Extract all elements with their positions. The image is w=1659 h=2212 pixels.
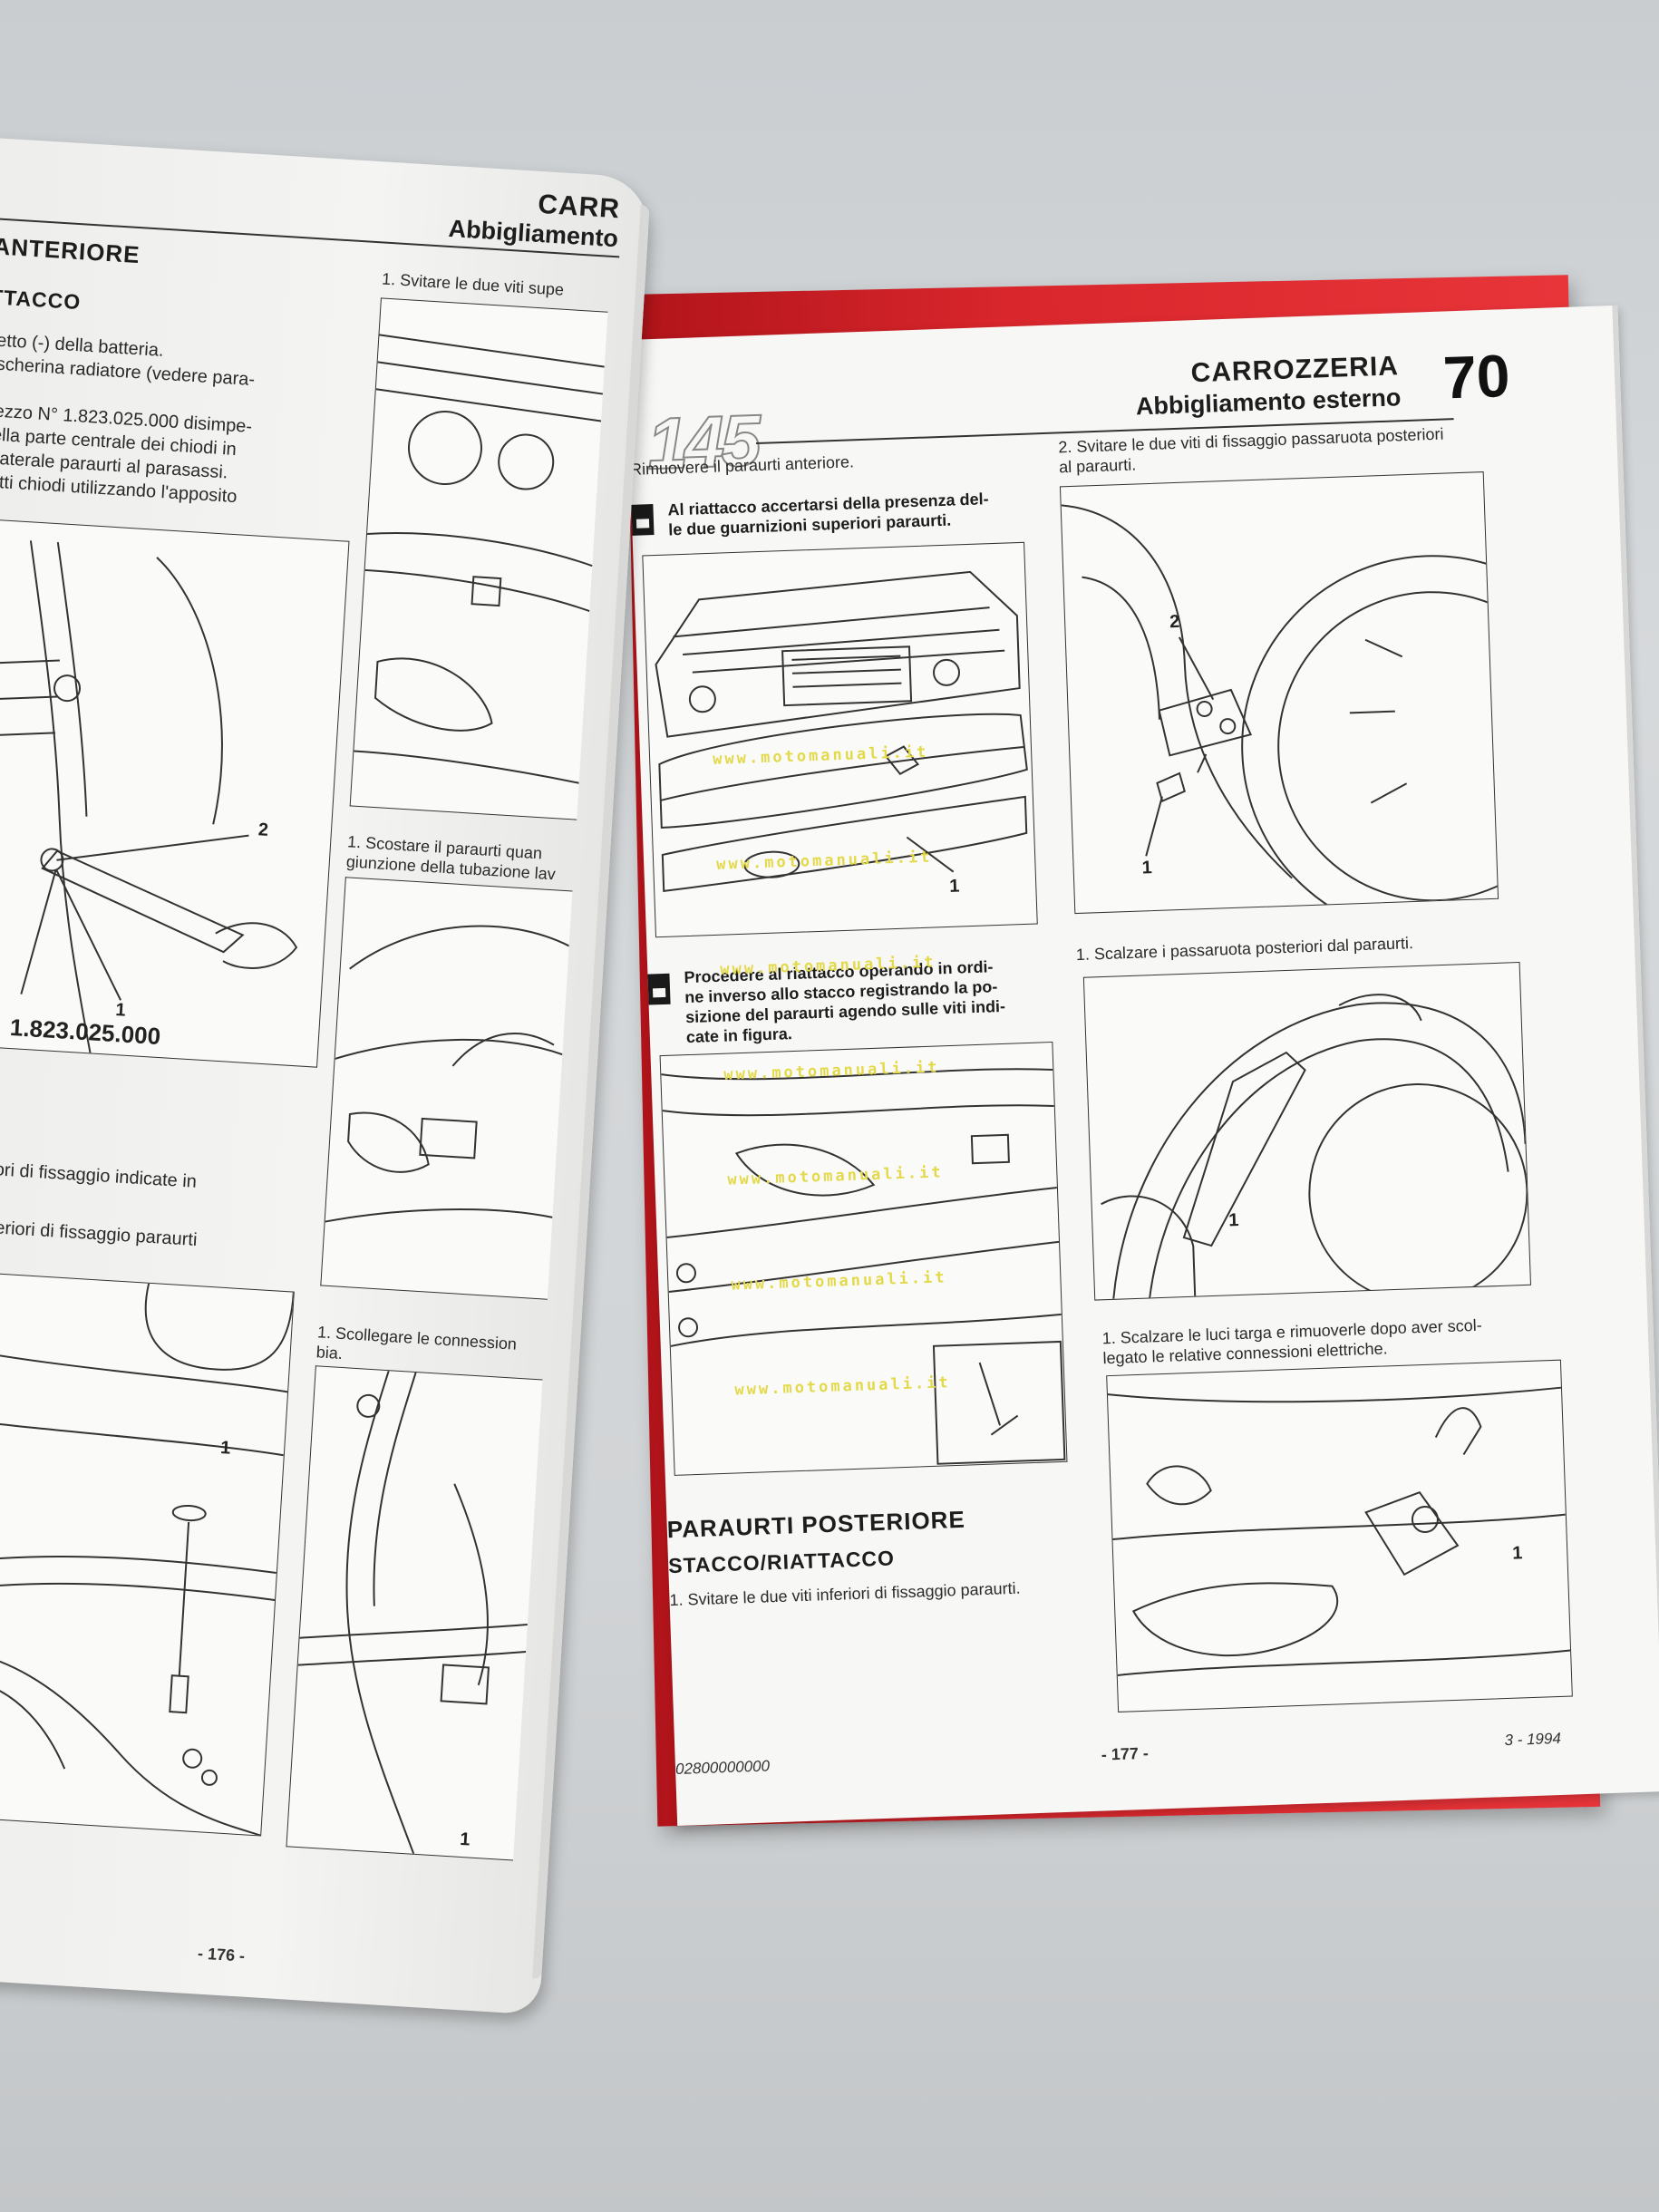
note-icon (647, 973, 671, 1005)
washer-tube-drawing (325, 925, 570, 1223)
step2-text: 2. Svitare le due viti di fissaggio pass… (1058, 424, 1445, 478)
left-footer-page-number: - 176 - (197, 1944, 246, 1965)
figure-tool-chiodi: 2 1 1.823.025.000 (0, 518, 350, 1068)
plate-lights-drawing (1107, 1386, 1571, 1676)
figure-wheel-arch-removal: 1 (1082, 961, 1532, 1301)
step-b-text: 1. Scalzare i passaruota posteriori dal … (1075, 934, 1414, 965)
figure-bumper-screws (659, 1042, 1068, 1476)
note1: Al riattacco accertarsi della presenza d… (667, 489, 989, 539)
footer-code: 02800000000 (674, 1757, 771, 1779)
lower-screws-drawing (0, 1283, 294, 1836)
left-step-a: 1. Svitare le due viti supe (381, 269, 565, 299)
left-step-c: 1. Scollegare le connession bia. (315, 1322, 517, 1373)
fig-callout: 1 (1227, 1209, 1239, 1231)
fig-callout: 1 (1511, 1543, 1523, 1564)
footer-date: 3 - 1994 (1504, 1729, 1562, 1750)
fig-callout: 1 (948, 876, 960, 897)
right-manual-page: 145 CARROZZERIA Abbigliamento esterno 70… (626, 305, 1659, 1827)
fig-callout: 2 (1169, 611, 1180, 633)
left-body-text: setto (-) della batteria. ascherina radi… (0, 328, 257, 509)
figure-front-bumper: 1 (642, 541, 1038, 938)
step-text: 1. Svitare le due viti inferiori di fiss… (669, 1578, 1021, 1610)
fig-callout: 1 (1141, 858, 1153, 878)
fig-callout: 1 (219, 1438, 231, 1459)
figure-plate-lights: 1 (1106, 1359, 1573, 1712)
page-edge (1612, 305, 1659, 1791)
note-icon (631, 504, 655, 536)
tool-drawing (0, 540, 298, 1053)
subsection-title: STACCO/RIATTACCO (667, 1546, 896, 1578)
left-header: CARR Abbigliamento (448, 184, 621, 253)
footer-page-number: - 177 - (1101, 1743, 1150, 1764)
header-title: CARROZZERIA (1190, 351, 1400, 389)
fig-callout: 1 (459, 1829, 471, 1850)
wheel-arch-removal-drawing (1101, 994, 1528, 1300)
front-upper-drawing (354, 334, 605, 784)
step-c-text: 1. Scalzare le luci targa e rimuoverle d… (1101, 1315, 1482, 1369)
left-manual-page: CARR Abbigliamento ANTERIORE TTACCO sett… (0, 136, 652, 2015)
connectors-drawing (297, 1370, 528, 1855)
figure-washer-tube (320, 877, 573, 1300)
wheel-arch-drawing (1061, 504, 1499, 914)
figure-wheel-arch-screws: 2 1 (1059, 471, 1499, 915)
left-section-title: ANTERIORE (0, 232, 141, 269)
left-step-b: 1. Scostare il paraurti quan giunzione d… (345, 831, 557, 884)
fig-callout: 1 (114, 1000, 127, 1021)
section-title-rear-bumper: PARAURTI POSTERIORE (666, 1505, 966, 1544)
front-bumper-drawing (655, 570, 1028, 893)
figure-front-upper-screws (349, 297, 608, 820)
bumper-screws-drawing (661, 1068, 1066, 1465)
left-body-text-2: iti inferiori di fissaggio indicate in e… (0, 1151, 201, 1255)
figure-connectors: 1 (286, 1365, 543, 1861)
chapter-number: 70 (1441, 342, 1511, 412)
header-subtitle: Abbigliamento esterno (1135, 383, 1402, 421)
figure-lower-screws: 1 (0, 1269, 295, 1837)
fig-callout: 2 (257, 820, 269, 840)
left-subsection-title: TTACCO (0, 285, 82, 315)
